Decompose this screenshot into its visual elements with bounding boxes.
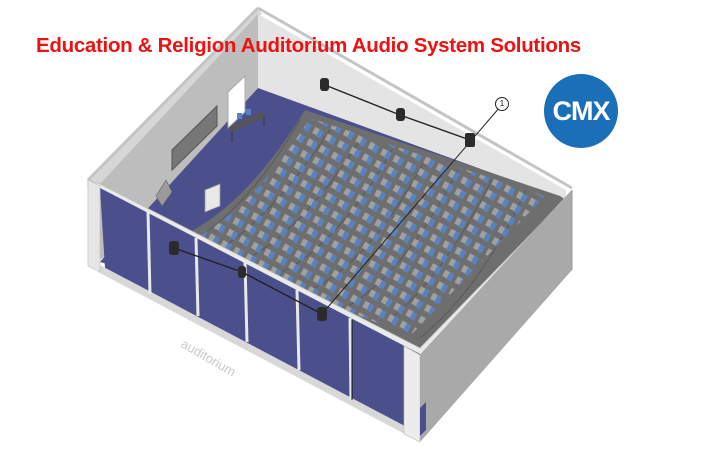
front-speakers xyxy=(169,241,327,321)
table-chair-2 xyxy=(246,109,251,115)
ceiling-speaker-icon xyxy=(320,78,329,91)
front-wall-base xyxy=(98,264,420,442)
right-side-wall xyxy=(420,190,572,442)
front-speaker-icon xyxy=(238,266,246,278)
page-title: Education & Religion Auditorium Audio Sy… xyxy=(36,34,581,57)
table-chair-1 xyxy=(237,113,242,119)
cmx-logo: CMX xyxy=(544,74,618,148)
back-left-wall-face xyxy=(100,14,258,260)
ceiling-speaker-icon xyxy=(396,108,405,121)
whiteboard xyxy=(171,104,218,172)
flipchart xyxy=(155,179,173,207)
callout-marker: 1 xyxy=(495,97,509,111)
back-right-wall xyxy=(258,14,566,200)
front-speaker-icon xyxy=(317,307,327,321)
logo-text: CMX xyxy=(552,95,611,126)
back-left-wall xyxy=(88,8,262,188)
table xyxy=(228,112,266,132)
ceiling-speakers xyxy=(320,78,475,147)
ceiling-speaker-icon xyxy=(465,133,475,147)
front-speaker-icon xyxy=(169,241,179,255)
right-front-corner xyxy=(403,345,421,443)
left-corner-post xyxy=(87,179,101,273)
right-side-door xyxy=(420,402,426,436)
window-mullions xyxy=(146,211,353,401)
lectern xyxy=(204,183,221,213)
